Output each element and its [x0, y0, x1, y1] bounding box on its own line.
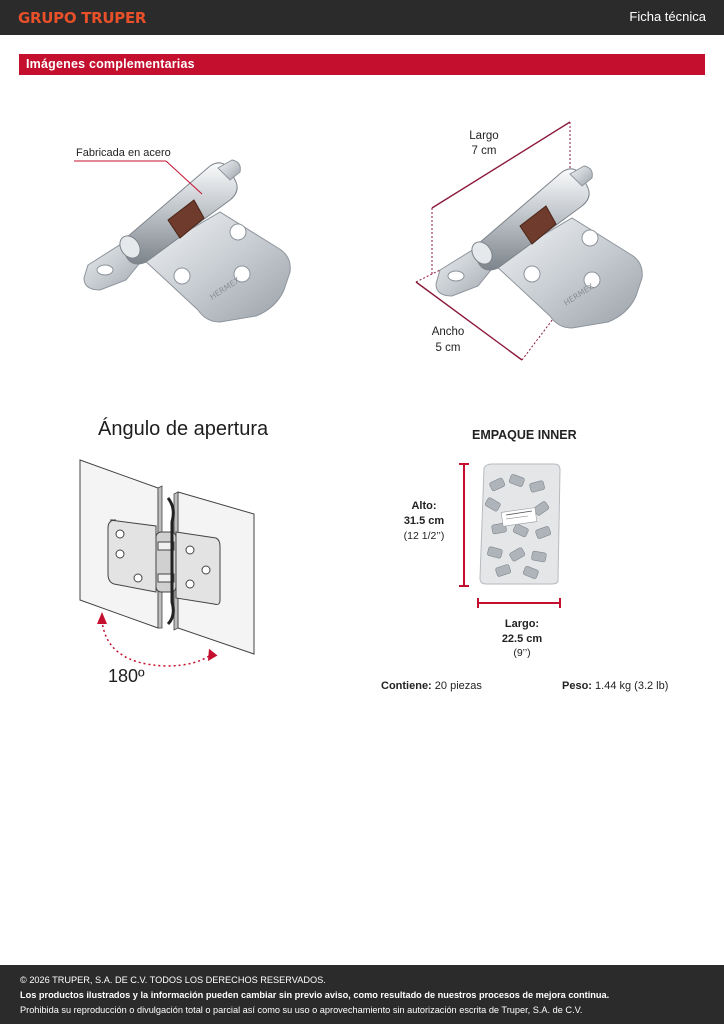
package-length-label: Largo:: [504, 618, 540, 630]
footer-legal: Prohibida su reproducción o divulgación …: [20, 1005, 583, 1015]
material-callout-line: [74, 160, 203, 195]
package-photo: [459, 463, 561, 608]
brand-logo: GRUPO TRUPER: [18, 9, 147, 27]
section-title: Imágenes complementarias: [26, 57, 195, 71]
package-length-value: 22.5 cm: [501, 633, 543, 645]
package-weight: Peso: 1.44 kg (3.2 lb): [562, 680, 668, 692]
contents-value: 20 piezas: [434, 680, 482, 692]
hinge-photo-material: HERMEX: [83, 159, 291, 323]
package-height-inches: (12 1/2’’): [403, 530, 445, 542]
package-height-value: 31.5 cm: [403, 515, 445, 527]
package-height-label: Alto:: [411, 500, 437, 512]
top-bar: GRUPO TRUPER Ficha técnica: [0, 0, 724, 35]
section-header: Imágenes complementarias: [19, 54, 705, 75]
width-label: Ancho: [431, 326, 465, 338]
package-title: EMPAQUE INNER: [472, 428, 577, 442]
opening-title: Ángulo de apertura: [98, 418, 269, 440]
footer: © 2026 TRUPER, S.A. DE C.V. TODOS LOS DE…: [0, 965, 724, 1024]
weight-value: 1.44 kg (3.2 lb): [595, 680, 669, 692]
opening-angle-diagram: [79, 459, 255, 667]
package-length-inches: (9’’): [513, 647, 531, 659]
weight-label: Peso:: [562, 680, 592, 692]
length-label: Largo: [469, 130, 499, 142]
material-callout: Fabricada en acero: [76, 147, 171, 159]
footer-notice: Los productos ilustrados y la informació…: [20, 990, 610, 1000]
doc-type-label: Ficha técnica: [629, 9, 706, 24]
hinge-photo-dimensions: HERMEX: [415, 121, 643, 361]
opening-angle-value: 180º: [108, 666, 145, 686]
package-contents: Contiene: 20 piezas: [381, 680, 482, 692]
footer-copyright: © 2026 TRUPER, S.A. DE C.V. TODOS LOS DE…: [20, 975, 326, 985]
width-value: 5 cm: [435, 342, 461, 354]
length-value: 7 cm: [471, 145, 497, 157]
contents-label: Contiene:: [381, 680, 432, 692]
